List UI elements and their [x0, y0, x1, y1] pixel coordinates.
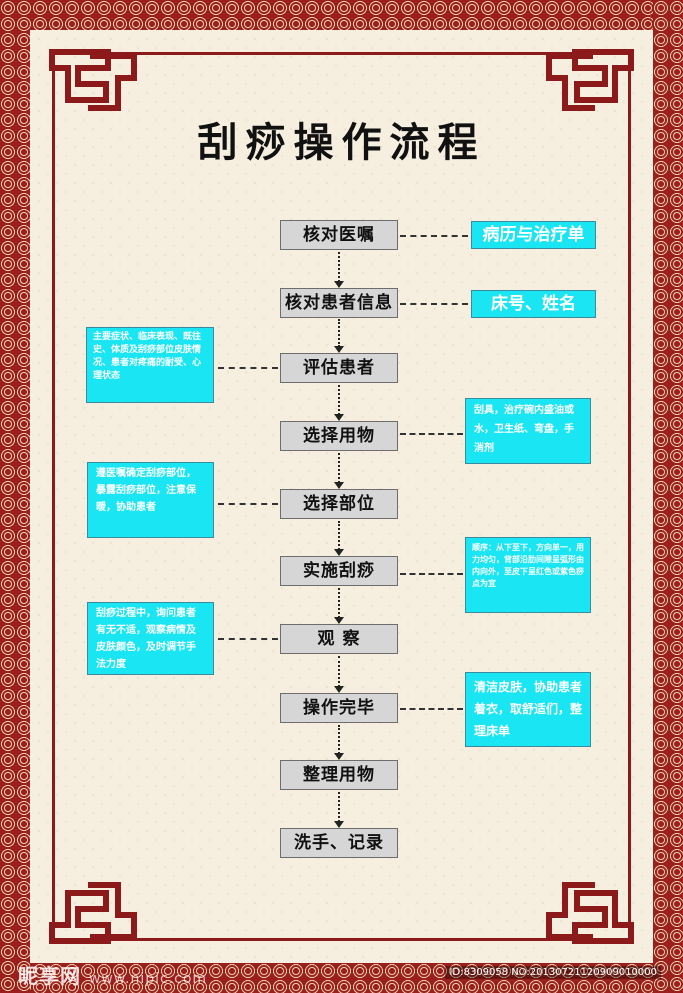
- step-assess-patient: 评估患者: [280, 353, 398, 383]
- corner-knot-bottom-left: [49, 882, 137, 944]
- flow-arrow: [334, 319, 344, 353]
- border-pattern-right: [653, 0, 683, 993]
- flow-arrow: [334, 453, 344, 489]
- step-finish: 操作完毕: [280, 693, 398, 723]
- step-verify-patient: 核对患者信息: [280, 288, 398, 318]
- note-observation: 刮痧过程中，询问患者有无不适，观察病情及皮肤颜色，及时调节手法力度: [87, 602, 214, 675]
- corner-knot-bottom-right: [546, 882, 634, 944]
- note-completion: 清洁皮肤，协助患者着衣，取舒适们，整理床单: [465, 672, 591, 747]
- flow-arrow: [334, 385, 344, 421]
- step-observe: 观 察: [280, 624, 398, 654]
- watermark-brand-text: 昵享网: [18, 964, 81, 988]
- step-verify-order: 核对医嘱: [280, 220, 398, 250]
- flow-arrow: [334, 656, 344, 693]
- watermark-url: www.nipic.com: [88, 971, 208, 987]
- connector-line: [218, 367, 278, 369]
- flow-arrow: [334, 792, 344, 828]
- page-title: 刮痧操作流程: [197, 120, 486, 166]
- inner-frame-line: [52, 52, 631, 941]
- border-pattern-bottom: [0, 963, 683, 993]
- note-medical-record: 病历与治疗单: [471, 221, 596, 249]
- connector-line: [400, 303, 468, 305]
- flow-arrow: [334, 252, 344, 288]
- corner-knot-top-left: [49, 49, 137, 111]
- note-procedure: 顺序：从下至下，方向单一，用力均匀，背部沿肋间隙呈弧形由内向外，至皮下呈红色或紫…: [465, 537, 591, 613]
- connector-line: [400, 708, 463, 710]
- note-site: 遵医嘱确定刮痧部位，暴露刮痧部位，注意保暖，协助患者: [87, 462, 214, 538]
- step-perform-scraping: 实施刮痧: [280, 556, 398, 586]
- connector-line: [218, 503, 278, 505]
- border-pattern-left: [0, 0, 30, 993]
- connector-line: [400, 433, 463, 435]
- flow-arrow: [334, 588, 344, 624]
- border-pattern-top: [0, 0, 683, 30]
- note-assessment: 主要症状、临床表现、既往史、体质及刮痧部位皮肤情况、患者对疼痛的耐受、心理状态: [86, 327, 214, 403]
- step-wash-record: 洗手、记录: [280, 828, 398, 858]
- note-supplies: 刮具，治疗碗内盛油或水，卫生纸、弯盘，手消剂: [465, 398, 591, 464]
- note-bed-name: 床号、姓名: [471, 290, 596, 318]
- connector-line: [218, 638, 278, 640]
- step-tidy-supplies: 整理用物: [280, 760, 398, 790]
- flow-arrow: [334, 725, 344, 760]
- watermark-brand: 昵享网 www.nipic.com: [18, 960, 207, 989]
- flow-arrow: [334, 521, 344, 556]
- watermark-id: ID:8309058 NO:20130721120909010000: [445, 966, 661, 979]
- step-select-site: 选择部位: [280, 489, 398, 519]
- connector-line: [400, 573, 463, 575]
- connector-line: [400, 235, 468, 237]
- corner-knot-top-right: [546, 49, 634, 111]
- step-select-supplies: 选择用物: [280, 421, 398, 451]
